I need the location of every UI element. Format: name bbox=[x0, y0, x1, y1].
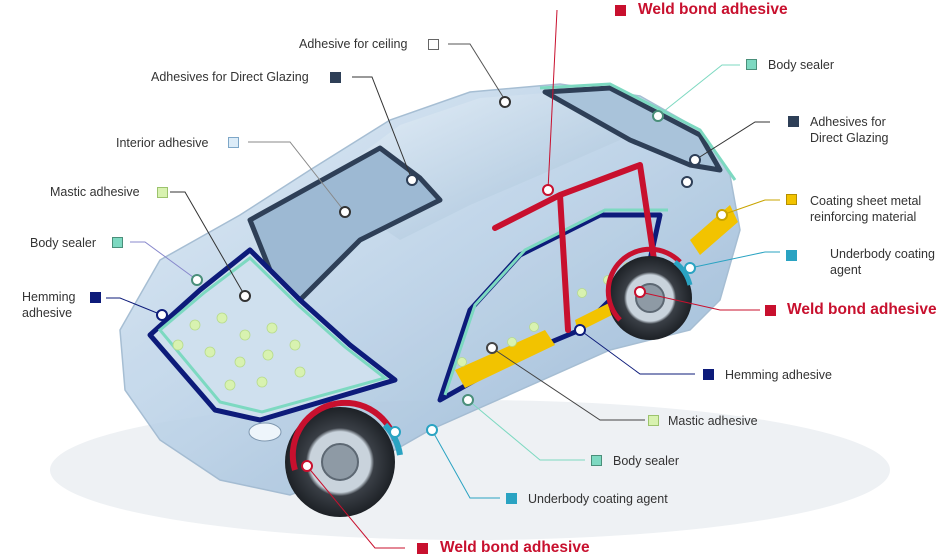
rear-window bbox=[542, 85, 723, 173]
hemming-right-label: Hemming adhesive bbox=[725, 368, 832, 382]
sealer-left-label: Body sealer bbox=[30, 236, 97, 250]
hood-sealer bbox=[157, 256, 389, 414]
underbody-bottom-label: Underbody coating agent bbox=[528, 492, 668, 506]
front-hub bbox=[321, 443, 359, 481]
mastic-bottom-label: Mastic adhesive bbox=[668, 414, 758, 428]
rear-wheelarch-weld bbox=[605, 246, 682, 322]
hood-mastic-dots bbox=[172, 312, 306, 391]
sealer-top-right-square bbox=[746, 59, 757, 70]
leader-endpoints bbox=[156, 96, 728, 472]
rocker-reinforcement bbox=[455, 330, 555, 388]
leader-lines bbox=[106, 9, 780, 549]
sealer-top-right-label: Body sealer bbox=[768, 58, 835, 72]
mastic-left-label: Mastic adhesive bbox=[50, 185, 140, 199]
ceiling-label: Adhesive for ceiling bbox=[299, 37, 408, 51]
weld-right-label: Weld bond adhesive bbox=[787, 301, 937, 318]
mastic-bottom-square bbox=[648, 415, 659, 426]
roof-sealer bbox=[539, 82, 737, 181]
mastic-left-square bbox=[157, 187, 168, 198]
door-sealer bbox=[443, 208, 668, 396]
front-wheelarch-weld bbox=[289, 399, 398, 471]
rear-underbody bbox=[673, 260, 693, 286]
glazing-right-square bbox=[788, 116, 799, 127]
hemming-left-square bbox=[90, 292, 101, 303]
weld-bottom-label: Weld bond adhesive bbox=[440, 539, 590, 556]
hood-outline bbox=[147, 247, 398, 423]
mid-reinforcement bbox=[575, 300, 618, 332]
glazing-left-label: Adhesives for Direct Glazing bbox=[151, 70, 309, 84]
ceiling-square bbox=[428, 39, 439, 50]
weld-right-square bbox=[765, 305, 776, 316]
underbody-right-label: Underbody coating agent bbox=[830, 247, 935, 277]
sealer-left-square bbox=[112, 237, 123, 248]
underbody-bottom-square bbox=[506, 493, 517, 504]
sealer-bottom-label: Body sealer bbox=[613, 454, 680, 468]
interior-label: Interior adhesive bbox=[116, 136, 209, 150]
glazing-right-label: Adhesives for Direct Glazing bbox=[810, 115, 889, 145]
weld-bottom-square bbox=[417, 543, 428, 554]
hemming-right-square bbox=[703, 369, 714, 380]
coating-sheet-square bbox=[786, 194, 797, 205]
underbody-right-square bbox=[786, 250, 797, 261]
sealer-bottom-square bbox=[591, 455, 602, 466]
headlight bbox=[248, 422, 282, 442]
coating-sheet-label: Coating sheet metal reinforcing material bbox=[810, 194, 922, 224]
front-underbody bbox=[382, 422, 403, 456]
weld-top-label: Weld bond adhesive bbox=[638, 1, 788, 18]
interior-square bbox=[228, 137, 239, 148]
glazing-left-square bbox=[330, 72, 341, 83]
hemming-left-label: Hemming adhesive bbox=[22, 290, 76, 320]
weld-top-square bbox=[615, 5, 626, 16]
